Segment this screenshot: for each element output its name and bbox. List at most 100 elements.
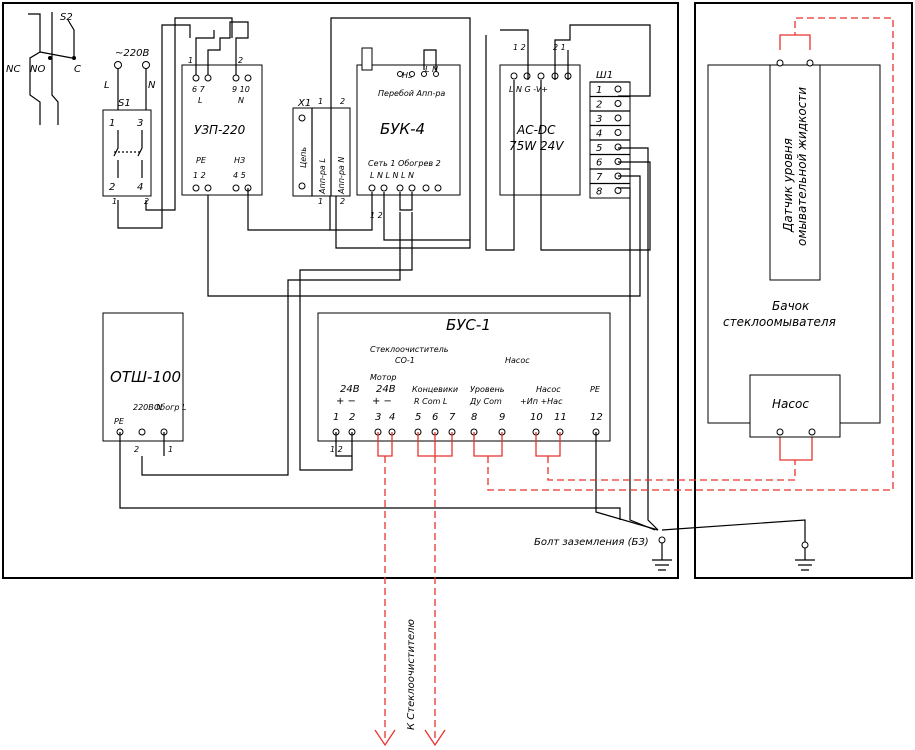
sh1-row-label: 3 [596,114,602,125]
svg-text:220В N: 220В N [133,403,162,412]
svg-text:Насос: Насос [536,385,561,394]
svg-text:1: 1 [168,445,173,454]
svg-text:Насос: Насос [505,356,530,365]
svg-text:L N: L N [425,65,438,74]
bus-terminal-label: 5 [415,412,421,423]
svg-text:Сеть 1 Обогрев 2: Сеть 1 Обогрев 2 [368,159,441,168]
svg-text:Уровень: Уровень [470,385,505,394]
svg-text:Апп-ра N: Апп-ра N [337,157,346,195]
sh1-row-label: 8 [596,187,602,198]
bus-terminal-label: 2 [349,412,355,423]
svg-text:24В: 24В [340,384,360,395]
s2-nc-label: NC [6,64,20,75]
tank-label-2: стеклоомывателя [723,315,836,329]
block-otsh100: ОТШ-100 PE 220В N Обогр L 2 1 [102,312,186,454]
buk-title: БУК-4 [380,120,425,138]
acdc-title-1: AC-DC [516,123,556,137]
svg-text:НЗ: НЗ [234,156,245,165]
svg-text:+Ип +Нас: +Ип +Нас [520,397,563,406]
svg-text:9 10: 9 10 [232,85,250,94]
sh1-row-label: 2 [596,100,602,111]
svg-text:L N G -V+: L N G -V+ [509,85,548,94]
to-wiper-label: К Стеклоочистителю [406,619,417,730]
bus-terminal-label: 7 [449,412,456,423]
svg-text:N: N [238,96,244,105]
l-label: L [104,80,110,91]
s2-c-label: C [74,64,81,75]
svg-text:2: 2 [109,182,115,193]
terminal-x1: X1 1 2 1 2 Цепь Апп-ра L Апп-ра N [292,97,351,206]
svg-text:PE: PE [114,417,125,426]
svg-text:1 2: 1 2 [513,43,526,52]
svg-text:Концевики: Концевики [412,385,458,394]
sh1-row-label: 5 [596,143,602,154]
svg-text:R Com L: R Com L [414,397,447,406]
svg-text:PE: PE [196,156,207,165]
block-bus1: БУС-1 Стеклоочиститель СО-1 Насос Мотор … [317,312,611,454]
bus-terminal-label: 6 [432,412,438,423]
svg-text:1: 1 [318,97,323,106]
bus-terminal-label: 8 [471,412,477,423]
s2-no-label: NO [30,64,45,75]
svg-text:4 5: 4 5 [233,171,246,180]
sensor-label-2: омывательной жидкости [795,87,809,246]
sensor-label-1: Датчик уровня [781,138,795,233]
svg-text:6 7: 6 7 [192,85,206,94]
svg-text:Мотор: Мотор [370,373,396,382]
svg-text:X1: X1 [297,98,311,109]
bus-title: БУС-1 [446,316,491,334]
pump-label: Насос [772,397,809,411]
sh1-row-label: 1 [596,85,602,96]
bus-terminal-label: 12 [590,412,603,423]
svg-text:+ −: + − [372,396,392,407]
tank-block: Датчик уровня омывательной жидкости Бачо… [707,59,881,438]
n-label: N [148,80,156,91]
tank-enclosure-frame [694,2,913,579]
ground-label: Болт заземления (БЗ) [534,537,649,548]
s2-label: S2 [60,12,73,23]
svg-text:4: 4 [137,182,143,193]
red-wires: К Стеклоочистителю [374,17,894,747]
svg-text:2: 2 [134,445,139,454]
svg-text:2: 2 [238,56,243,65]
control-cabinet-frame [2,2,679,579]
bus-terminal-label: 4 [389,412,395,423]
s1-label: S1 [118,98,131,109]
bus-terminal-label: 11 [554,412,567,423]
svg-text:2 1: 2 1 [553,43,566,52]
svg-text:1: 1 [318,197,323,206]
tank-label-1: Бачок [772,299,810,313]
sh1-row-label: 4 [596,129,602,140]
otsh-title: ОТШ-100 [110,368,181,386]
svg-text:Перебой Апп-ра: Перебой Апп-ра [378,89,445,98]
svg-text:Апп-ра L: Апп-ра L [318,158,327,195]
svg-text:24В: 24В [376,384,396,395]
svg-text:СО-1: СО-1 [395,356,415,365]
svg-text:2: 2 [340,197,345,206]
svg-text:1: 1 [112,197,117,206]
svg-text:L N L N L N: L N L N L N [370,171,414,180]
acdc-title-2: 75W 24V [509,139,564,153]
bus-terminal-label: 3 [375,412,381,423]
svg-text:Цепь: Цепь [299,147,308,168]
svg-text:Ш1: Ш1 [596,70,613,81]
svg-text:L: L [198,96,202,105]
svg-text:Ду Com: Ду Com [469,397,502,406]
block-buk4: НЗ L N Перебой Апп-ра БУК-4 Сеть 1 Обогр… [356,47,461,220]
svg-text:1 2: 1 2 [370,211,383,220]
switch-s2: S2 NC NO C [6,12,81,125]
svg-text:+ −: + − [336,396,356,407]
bus-terminal-label: 9 [499,412,505,423]
block-uzp220: 1 2 6 7 9 10 L N УЗП-220 PE НЗ 1 2 4 5 [181,21,263,196]
bus-terminal-label: 10 [530,412,543,423]
svg-text:1 2: 1 2 [193,171,206,180]
black-wires: Болт заземления (БЗ) [117,17,815,571]
block-acdc: 1 2 2 1 L N G -V+ AC-DC 75W 24V [499,43,581,196]
v220-label: ~220В [115,48,149,59]
svg-text:НЗ: НЗ [402,71,413,80]
svg-text:1: 1 [109,118,115,129]
svg-text:Стеклоочиститель: Стеклоочиститель [370,345,449,354]
